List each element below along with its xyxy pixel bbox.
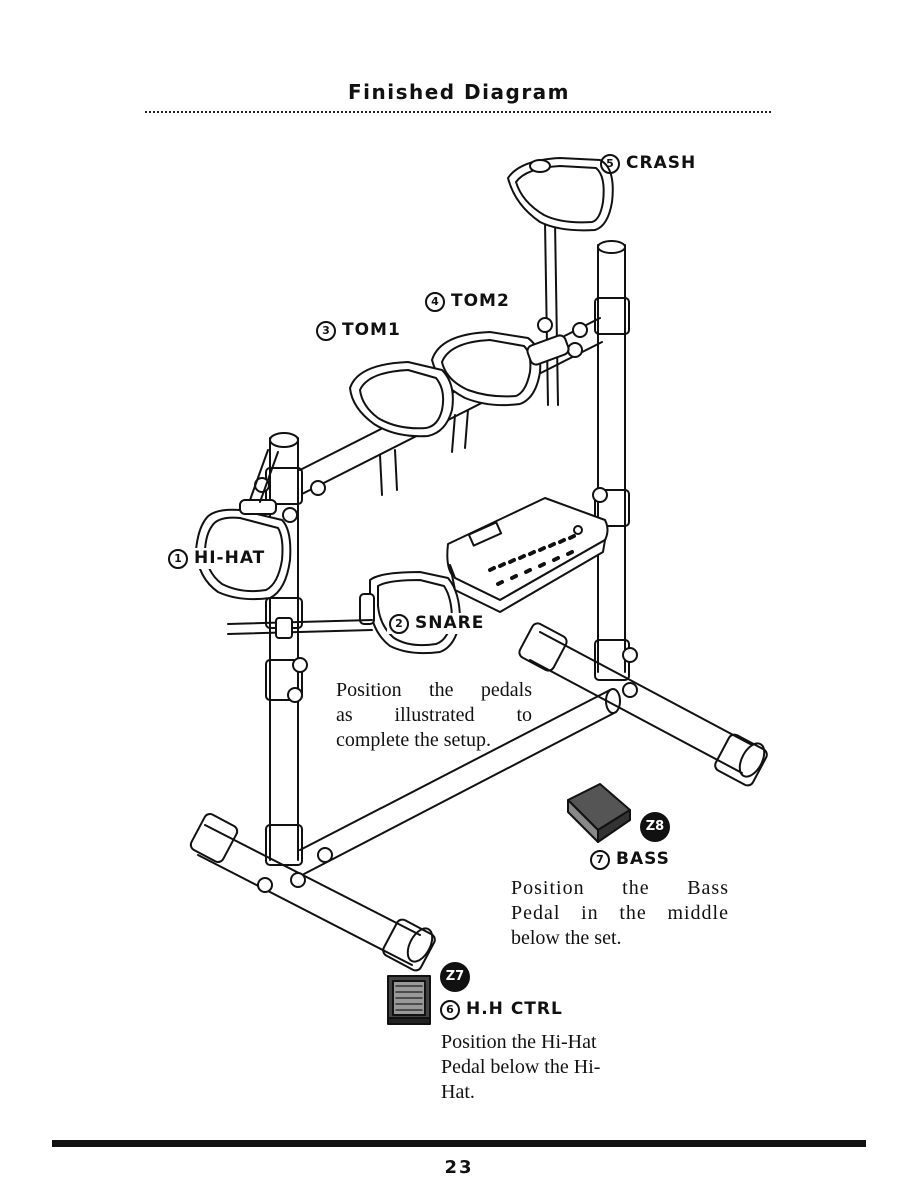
bass-note-line: Pedal in the middle bbox=[511, 902, 729, 924]
hihat-note-line: Hat. bbox=[441, 1081, 475, 1103]
crash-label: 5 CRASH bbox=[600, 153, 696, 174]
hihat-note-line: Position the Hi-Hat bbox=[441, 1031, 597, 1053]
tom1-number: 3 bbox=[316, 321, 336, 341]
snare-number: 2 bbox=[389, 614, 409, 634]
hhctrl-badge: Z7 bbox=[440, 962, 470, 992]
tom2-pad bbox=[431, 331, 570, 407]
bass-note-line: Position the Bass bbox=[511, 877, 729, 899]
crash-pad bbox=[507, 157, 614, 232]
bass-text: BASS bbox=[616, 849, 670, 869]
title-divider bbox=[145, 111, 771, 113]
pedals-note-line: complete the setup. bbox=[336, 729, 491, 751]
drum-module bbox=[446, 497, 609, 613]
bass-note: Position the Bass Pedal in the middle be… bbox=[511, 876, 729, 951]
bass-number: 7 bbox=[590, 850, 610, 870]
left-leg bbox=[189, 813, 436, 972]
left-upright bbox=[265, 432, 303, 866]
bass-pedal bbox=[567, 783, 631, 843]
bass-badge: Z8 bbox=[640, 812, 670, 842]
hihat-label: 1 HI-HAT bbox=[168, 548, 268, 569]
page-number: 23 bbox=[444, 1157, 474, 1178]
snare-text: SNARE bbox=[415, 613, 485, 633]
tom2-label: 4 TOM2 bbox=[425, 291, 510, 312]
tom1-text: TOM1 bbox=[342, 320, 401, 340]
tom2-number: 4 bbox=[425, 292, 445, 312]
hhctrl-number: 6 bbox=[440, 1000, 460, 1020]
hihat-control-pedal bbox=[387, 975, 431, 1025]
hhctrl-label: 6 H.H CTRL bbox=[440, 999, 563, 1020]
crash-number: 5 bbox=[600, 154, 620, 174]
tom1-label: 3 TOM1 bbox=[316, 320, 401, 341]
clamp-knobs bbox=[254, 317, 638, 893]
snare-label: 2 SNARE bbox=[387, 613, 487, 634]
crash-text: CRASH bbox=[626, 153, 697, 173]
hihat-pad bbox=[195, 449, 292, 601]
footer-rule bbox=[52, 1140, 866, 1147]
tom1-pad bbox=[349, 361, 454, 438]
right-leg bbox=[518, 622, 768, 787]
hihat-pedal-note: Position the Hi-Hat Pedal below the Hi- … bbox=[441, 1030, 641, 1105]
tom2-text: TOM2 bbox=[451, 291, 510, 311]
right-upright bbox=[594, 240, 630, 681]
crash-arm bbox=[544, 221, 559, 406]
pedals-note-line: as illustrated to bbox=[336, 704, 532, 726]
pedals-note-line: Position the pedals bbox=[336, 679, 532, 701]
hihat-note-line: Pedal below the Hi- bbox=[441, 1056, 601, 1078]
pedals-note: Position the pedals as illustrated to co… bbox=[336, 678, 532, 753]
bass-note-line: below the set. bbox=[511, 927, 622, 949]
hihat-text: HI-HAT bbox=[194, 548, 266, 568]
hihat-number: 1 bbox=[168, 549, 188, 569]
bass-label: 7 BASS bbox=[590, 849, 670, 870]
page-title: Finished Diagram bbox=[347, 80, 571, 104]
hhctrl-text: H.H CTRL bbox=[466, 999, 563, 1019]
